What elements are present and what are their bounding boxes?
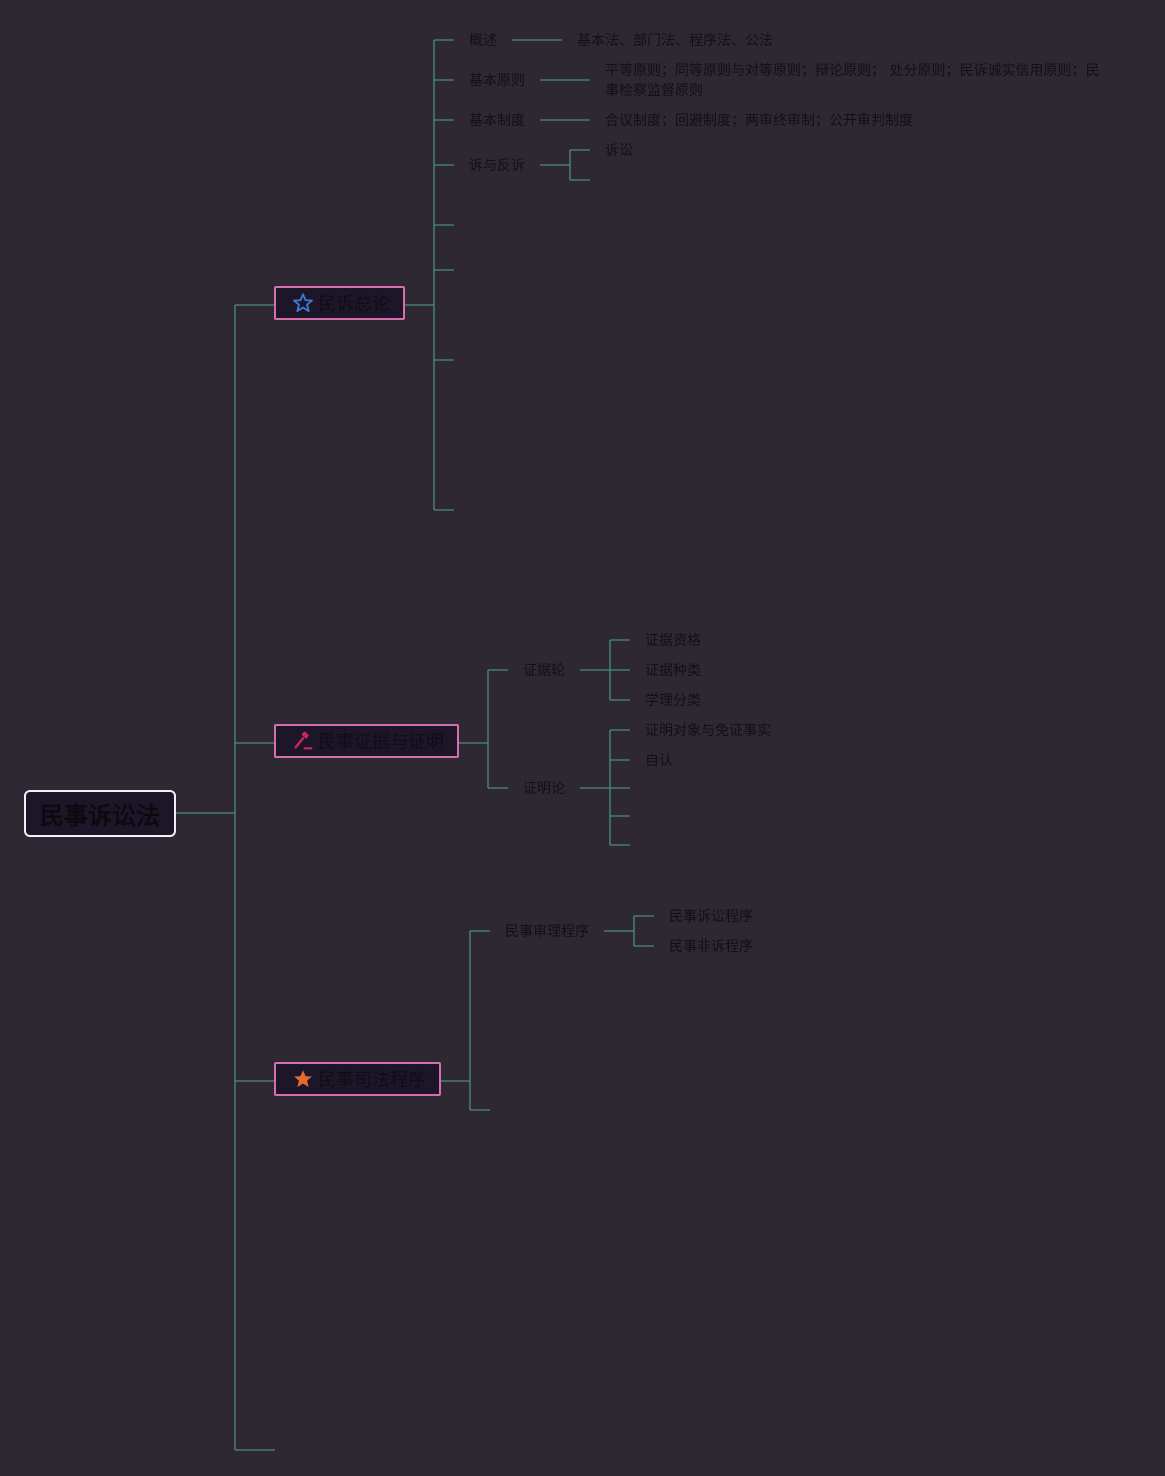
root-node[interactable]: 民事诉讼法 [24, 790, 176, 837]
node-overview[interactable]: 概述 [469, 33, 497, 49]
node-evidence-eligibility[interactable]: 证据资格 [645, 633, 701, 649]
node-evidence-theory[interactable]: 证据轮 [523, 663, 565, 679]
star-filled-icon [292, 1068, 314, 1090]
node-principles-detail[interactable]: 平等原则；同等原则与对等原则；辩论原则； 处分原则；民诉诚实信用原则；民事检察监… [605, 63, 1100, 99]
branch-label: 民事司法程序 [318, 1070, 426, 1091]
node-overview-detail[interactable]: 基本法、部门法、程序法、公法 [577, 33, 773, 49]
hammer-icon [292, 730, 314, 752]
branch-label: 民诉总论 [318, 294, 390, 315]
root-label: 民事诉讼法 [40, 802, 160, 830]
branch-evidence[interactable]: 民事证据与证明 [274, 724, 459, 758]
branch-label: 民事证据与证明 [318, 732, 444, 753]
node-proof-object[interactable]: 证明对象与免证事实 [645, 723, 771, 739]
branch-procedure[interactable]: 民事司法程序 [274, 1062, 441, 1096]
branch-general-theory[interactable]: 民诉总论 [274, 286, 405, 320]
node-admission[interactable]: 自认 [645, 753, 673, 769]
node-civil-litigation-procedure[interactable]: 民事诉讼程序 [669, 909, 753, 925]
node-academic-classification[interactable]: 学理分类 [645, 693, 701, 709]
star-outline-icon [292, 292, 314, 314]
node-suit-counterclaim[interactable]: 诉与反诉 [469, 158, 525, 174]
node-civil-trial-procedure[interactable]: 民事审理程序 [505, 924, 589, 940]
node-evidence-types[interactable]: 证据种类 [645, 663, 701, 679]
node-systems-detail[interactable]: 合议制度；回避制度；两审终审制；公开审判制度 [605, 113, 913, 129]
node-principles[interactable]: 基本原则 [469, 73, 525, 89]
node-proof-theory[interactable]: 证明论 [523, 781, 565, 797]
node-civil-nonlitigation-procedure[interactable]: 民事非诉程序 [669, 939, 753, 955]
node-suit[interactable]: 诉讼 [605, 143, 633, 159]
node-systems[interactable]: 基本制度 [469, 113, 525, 129]
